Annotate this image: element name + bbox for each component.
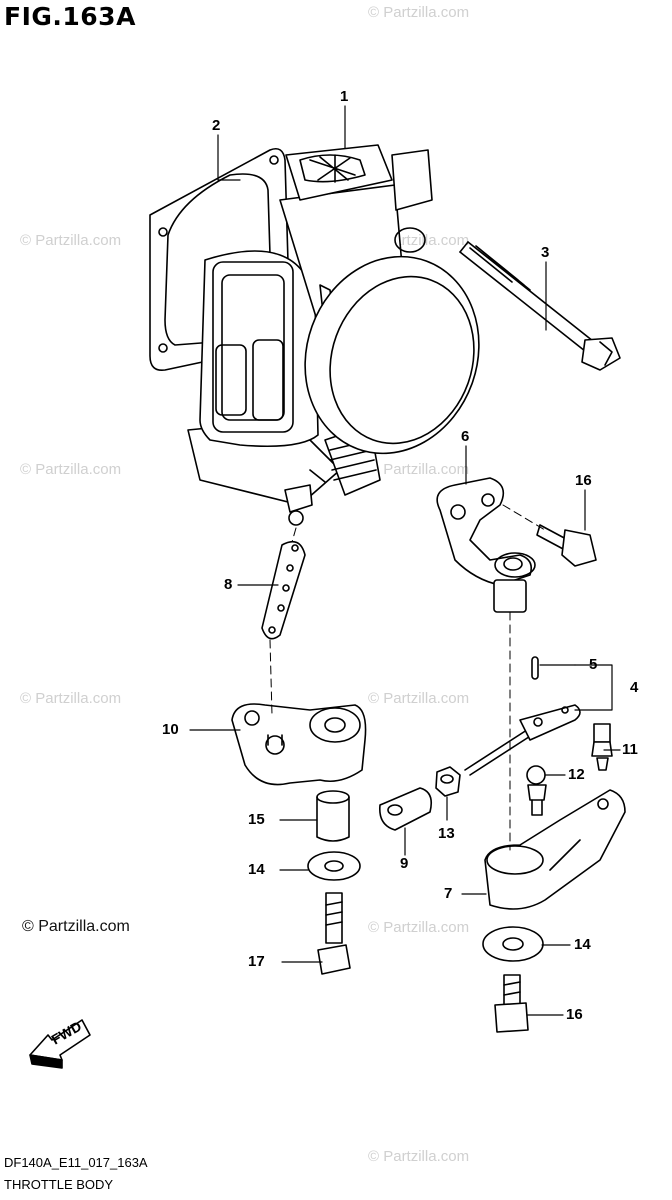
callout-16-upper: 16	[575, 472, 592, 489]
rod-assembly	[464, 704, 581, 776]
diagram-caption: THROTTLE BODY	[4, 1177, 114, 1192]
bolt-lower	[494, 974, 529, 1033]
callout-4: 4	[630, 679, 639, 696]
callout-10: 10	[162, 721, 179, 738]
callout-6: 6	[461, 428, 470, 445]
figure-title: FIG.163A	[4, 2, 136, 31]
callout-1: 1	[340, 88, 349, 105]
watermark: © Partzilla.com	[368, 461, 470, 478]
watermark: © Partzilla.com	[20, 690, 122, 707]
bolt-pivot	[591, 723, 613, 771]
callout-2: 2	[212, 117, 221, 134]
watermark: © Partzilla.com	[368, 690, 470, 707]
callout-15: 15	[248, 811, 265, 828]
collar	[316, 790, 350, 842]
throttle-body	[187, 144, 480, 526]
callout-7: 7	[444, 885, 453, 902]
bolt-long	[459, 241, 621, 371]
ball-stud	[526, 765, 547, 816]
callout-16-lower: 16	[566, 1006, 583, 1023]
callout-17: 17	[248, 953, 265, 970]
lever-arm	[484, 789, 626, 910]
watermark: © Partzilla.com	[20, 232, 122, 249]
bolt-short	[317, 892, 351, 975]
callout-14-right: 14	[574, 936, 591, 953]
watermark: © Partzilla.com	[368, 1148, 470, 1165]
bracket	[436, 477, 536, 613]
callout-3: 3	[541, 244, 550, 261]
callout-8: 8	[224, 576, 233, 593]
watermark: © Partzilla.com	[20, 461, 122, 478]
bolt-bracket	[536, 524, 597, 567]
callout-13: 13	[438, 825, 455, 842]
washer	[307, 851, 361, 881]
throttle-lever	[231, 703, 367, 786]
watermark-main: © Partzilla.com	[22, 918, 130, 935]
pin	[531, 656, 539, 680]
callout-5: 5	[589, 656, 598, 673]
fwd-arrow: FWD	[29, 1018, 91, 1069]
watermark: © Partzilla.com	[368, 919, 470, 936]
callout-9: 9	[400, 855, 409, 872]
callout-11: 11	[622, 741, 638, 758]
nut	[435, 766, 461, 797]
callout-12: 12	[568, 766, 585, 783]
leader-lines	[189, 105, 621, 1016]
diagram-code: DF140A_E11_017_163A	[4, 1155, 148, 1170]
center-lines	[269, 504, 546, 851]
callout-14-left: 14	[248, 861, 265, 878]
washer	[482, 926, 544, 962]
ball-socket	[378, 787, 433, 831]
watermark: © Partzilla.com	[368, 4, 470, 21]
link-rod	[261, 540, 306, 640]
